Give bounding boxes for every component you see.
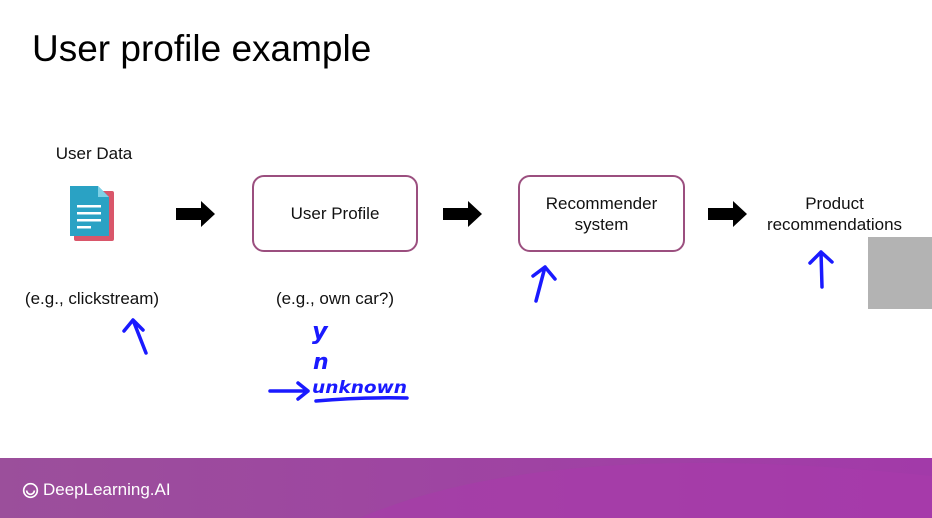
flow-arrow-1: [176, 201, 215, 227]
flow-arrows: [176, 201, 747, 227]
deeplearning-logo-icon: [22, 482, 39, 498]
user-data-example-note: (e.g., clickstream): [24, 289, 160, 308]
gray-block: [868, 237, 932, 309]
handwritten-annotations: y n unknown: [122, 250, 834, 403]
up-arrow-product: [808, 250, 834, 289]
up-arrow-clickstream: [122, 318, 148, 355]
recommender-line-1: Recommender: [545, 193, 658, 213]
right-arrow-unknown: [268, 381, 310, 401]
handwritten-unknown: unknown: [312, 378, 407, 398]
user-profile-label: User Profile: [290, 204, 380, 223]
recommender-line-2: system: [574, 214, 629, 234]
product-line-1: Product: [805, 194, 864, 213]
handwritten-no: n: [313, 350, 329, 375]
user-profile-example-note: (e.g., own car?): [275, 289, 395, 308]
user-profile-box: User Profile: [252, 175, 418, 252]
brand-name: DeepLearning.AI: [43, 480, 171, 499]
flow-arrow-3: [708, 201, 747, 227]
handwritten-yes: y: [312, 317, 329, 345]
up-arrow-recommender: [531, 265, 557, 303]
product-line-2: recommendations: [766, 215, 903, 234]
flow-arrow-2: [443, 201, 482, 227]
footer-band: [0, 458, 932, 518]
document-icon: [70, 186, 114, 241]
product-recommendations-label: Product recommendations: [752, 193, 917, 235]
recommender-system-box: Recommender system: [518, 175, 685, 252]
user-data-label: User Data: [55, 144, 133, 163]
slide-title: User profile example: [32, 28, 372, 69]
brand-logo: DeepLearning.AI: [22, 480, 171, 500]
underline-unknown: [314, 396, 409, 403]
